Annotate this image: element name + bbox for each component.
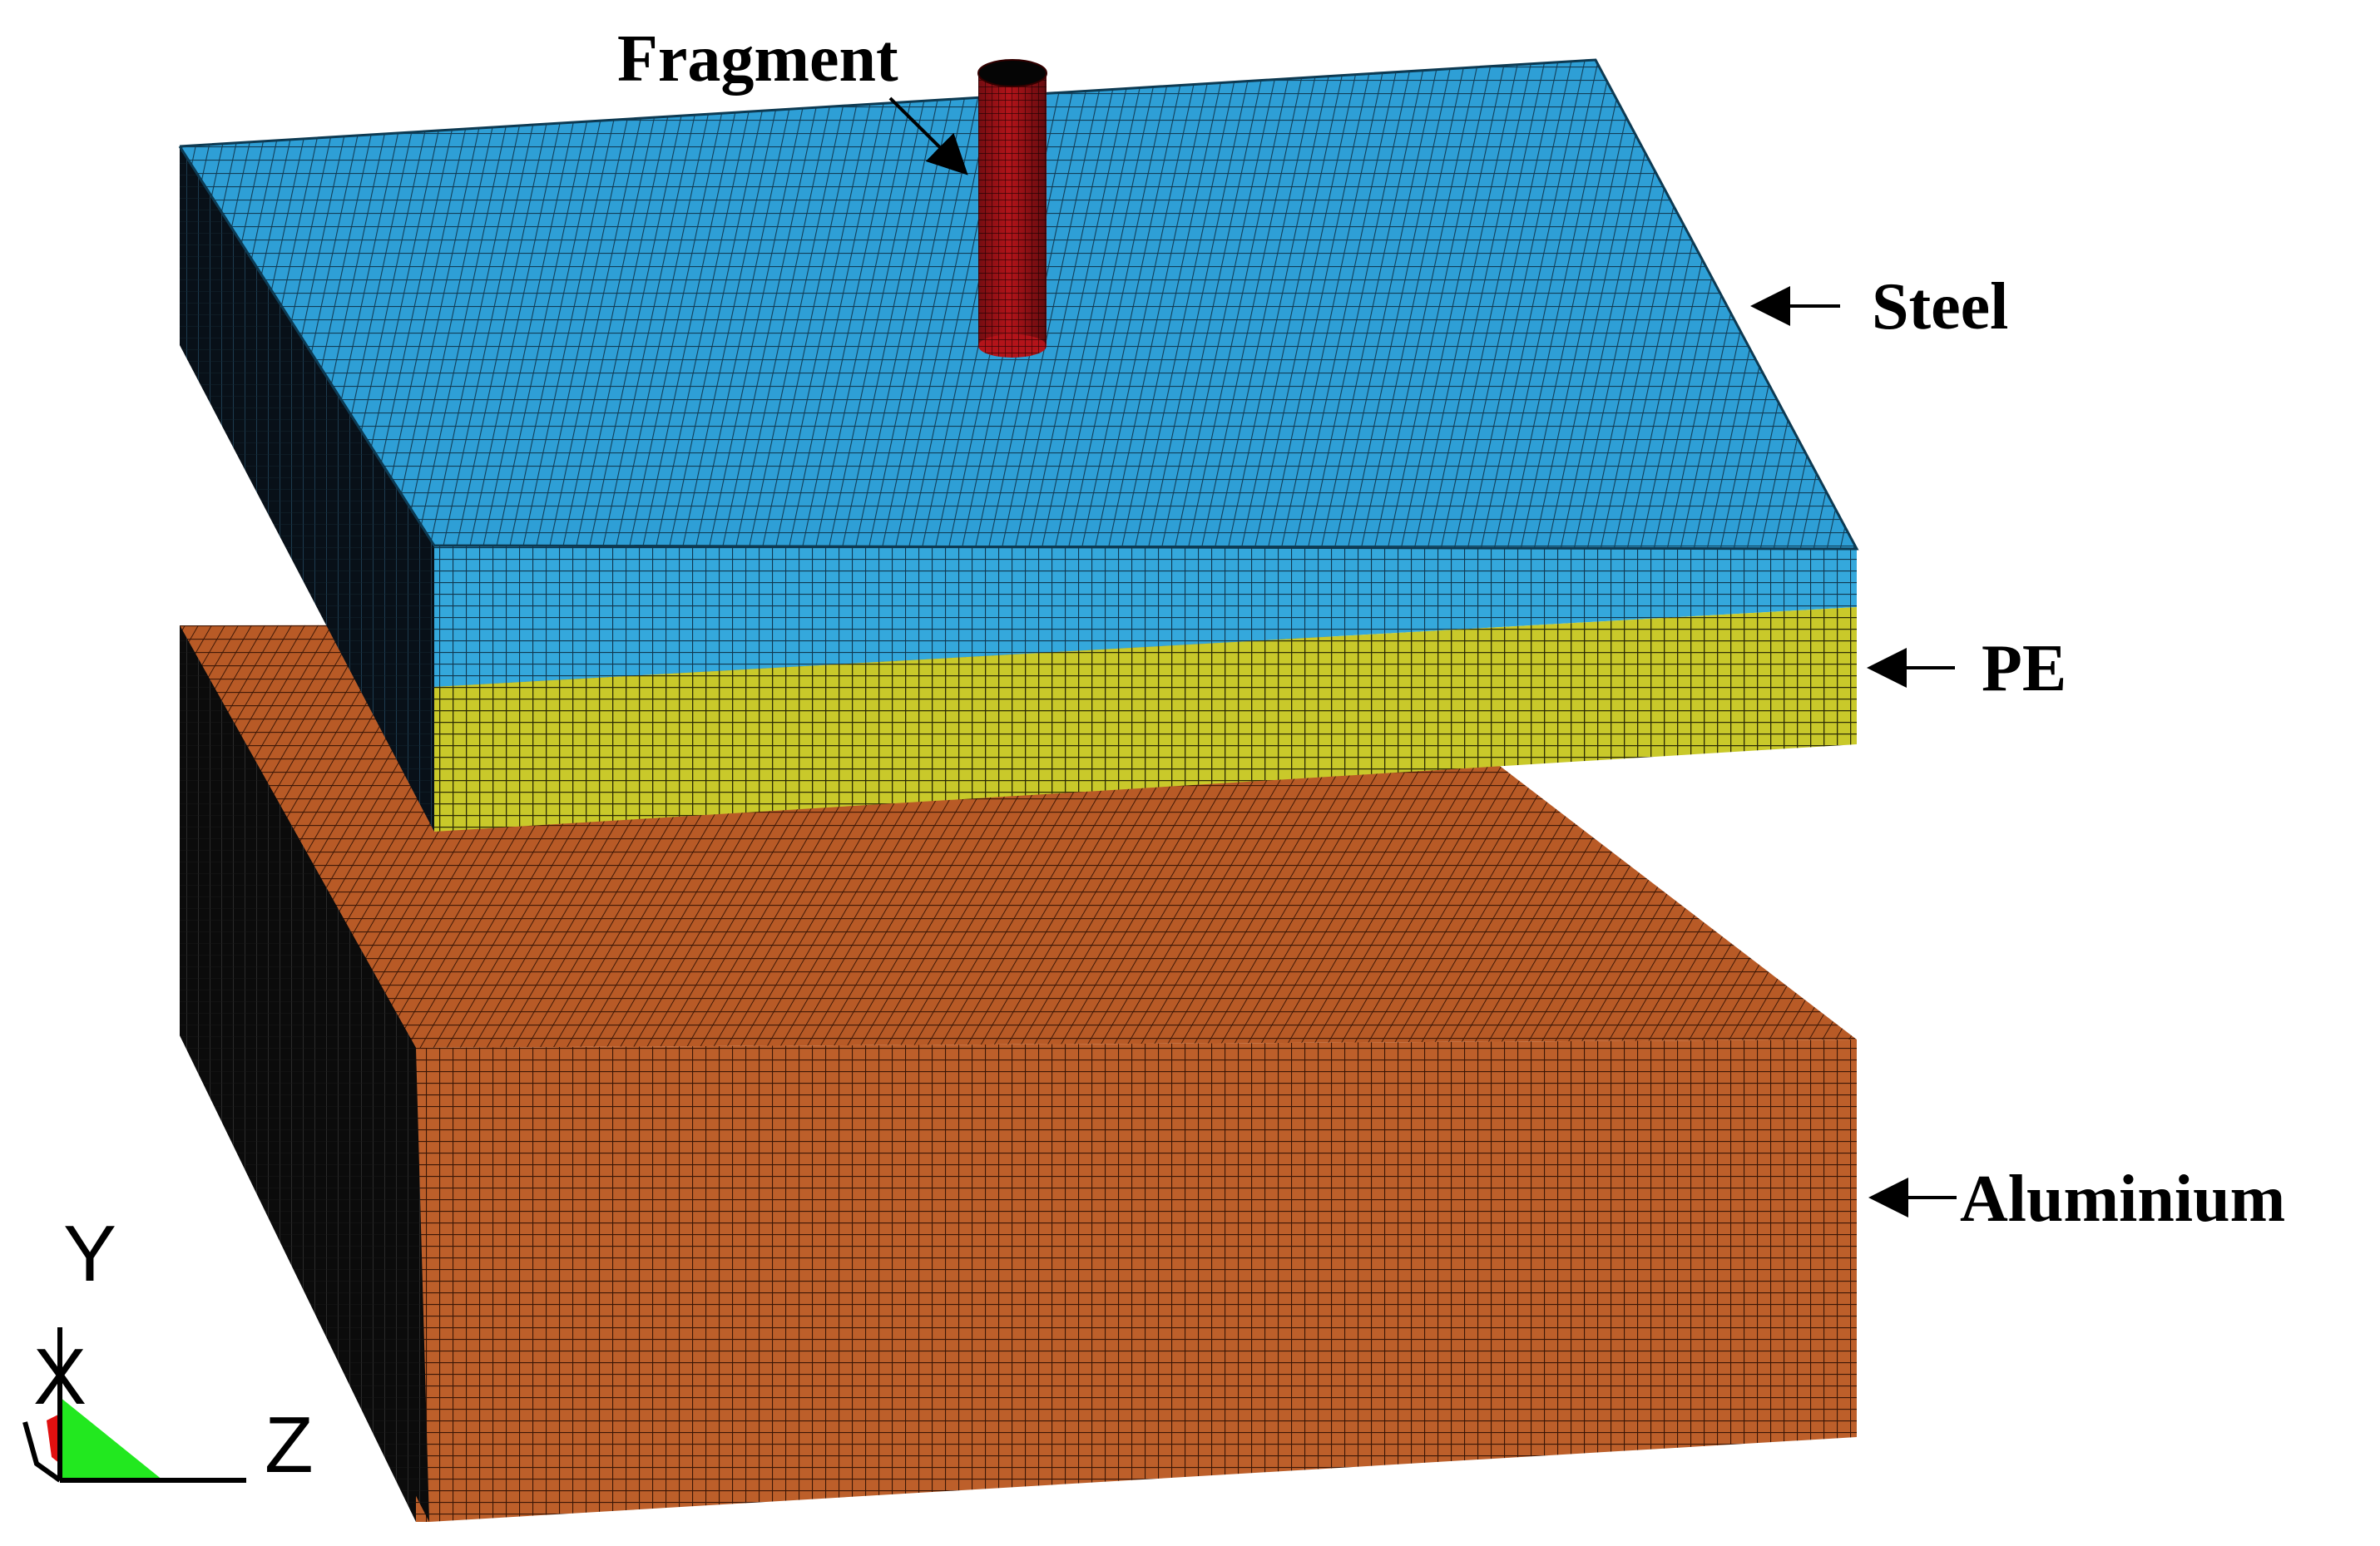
- triad-x-axis: [22, 1421, 62, 1483]
- steel-front-face: [434, 546, 1857, 687]
- plate-left-face: [180, 146, 434, 832]
- aluminium-left-face-front: [180, 625, 429, 1522]
- arrow-fragment: [888, 96, 968, 175]
- triad-label-z: Z: [265, 1400, 314, 1489]
- fragment-cylinder: [977, 59, 1047, 358]
- label-pe-group: PE: [1867, 632, 2066, 705]
- triad-label-x: X: [33, 1332, 87, 1421]
- pe-front-face: [434, 607, 1857, 832]
- plate-edge: [178, 58, 1859, 551]
- label-aluminium-group: Aluminium: [1868, 1163, 2285, 1236]
- label-steel-group: Steel: [1750, 270, 2008, 343]
- triad-label-y: Y: [63, 1209, 116, 1298]
- label-pe: PE: [1982, 632, 2066, 705]
- fragment-bottom: [978, 334, 1047, 358]
- axis-triad: Y X Z: [22, 1209, 314, 1489]
- triad-green-plane: [60, 1397, 163, 1480]
- label-fragment: Fragment: [617, 22, 898, 96]
- label-aluminium: Aluminium: [1960, 1163, 2285, 1236]
- label-fragment-group: Fragment: [617, 22, 968, 175]
- aluminium-front-face: [416, 1040, 1857, 1522]
- label-steel: Steel: [1872, 270, 2008, 343]
- triad-red-plane: [47, 1414, 60, 1464]
- fragment-top: [977, 59, 1047, 87]
